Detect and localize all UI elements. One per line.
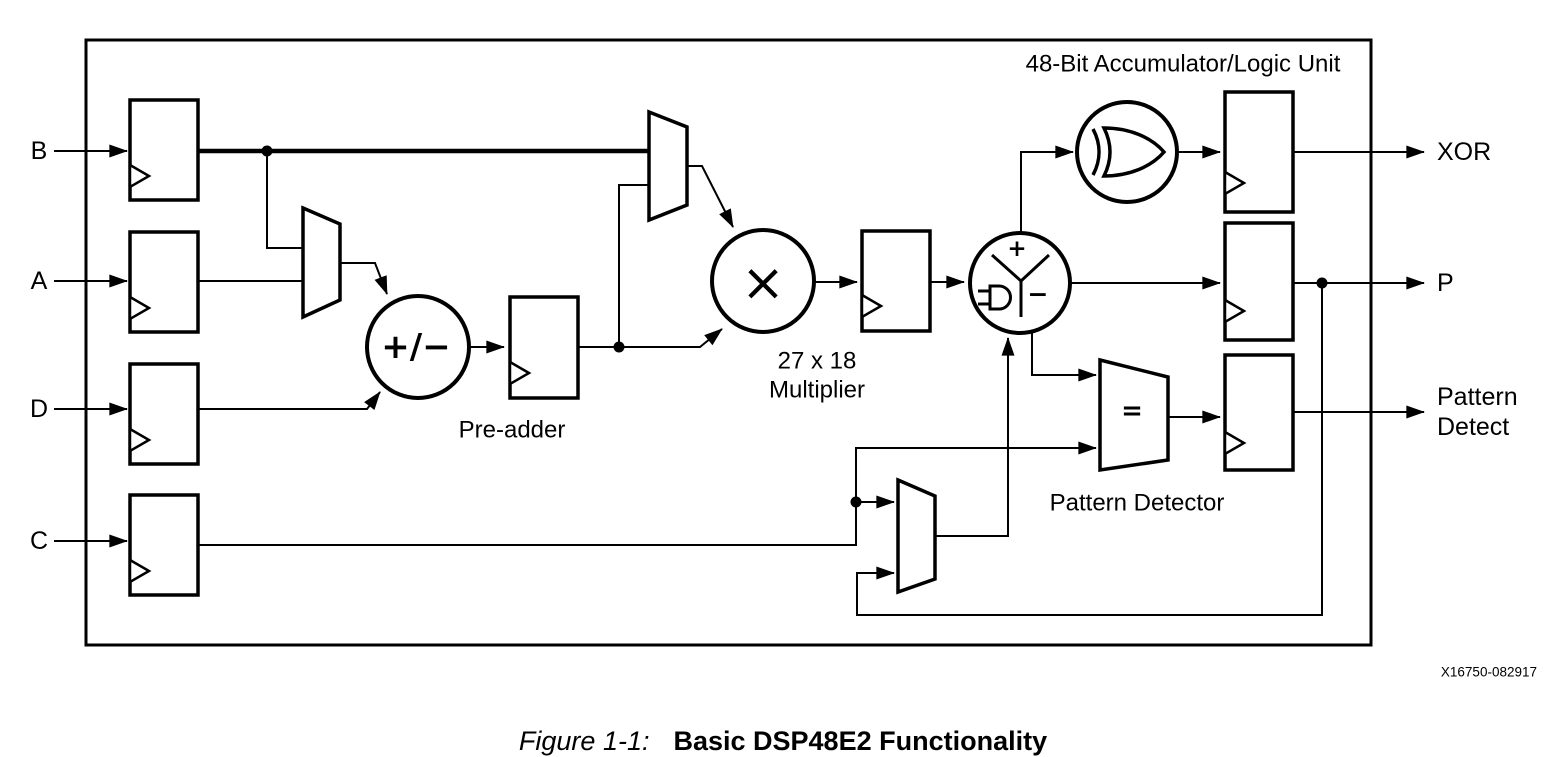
register-d-clock-icon [128,426,152,454]
register-m [860,229,932,333]
pattern-detector: = Pattern Detector [1050,357,1225,517]
register-xor-clock-icon [1223,169,1247,197]
wire-alu-to-xor-gate [1020,145,1074,233]
wire-cp-mux-to-alu [935,337,1015,537]
register-m-box [860,229,932,333]
register-d [128,362,200,466]
register-pd-clock-icon [1223,429,1247,457]
pre-adder-symbol: +/− [381,327,450,367]
wire-alu-to-comparator [1031,331,1097,382]
input-label-a: A [31,267,48,295]
register-pd [1223,353,1295,472]
register-a-box [128,230,200,334]
alu: 48-Bit Accumulator/Logic Unit + − [968,51,1341,335]
register-pd-box [1223,353,1295,472]
input-label-c: C [30,527,48,555]
input-port-c: C [30,527,128,555]
junction-b-bus [261,145,273,157]
register-p-clock-icon [1223,297,1247,325]
multiplier-label-line2: Multiplier [769,377,865,404]
multiplier-label-line1: 27 x 18 [778,348,857,375]
alu-minus-symbol: − [1028,280,1049,309]
register-m-clock-icon [860,292,884,320]
wire-adreg-to-bm-mux [618,184,650,347]
output-label-pattern-line1: Pattern [1437,383,1518,411]
junction-p-out [1316,277,1328,289]
mux-ab [301,205,342,320]
wire-d-to-preadder [198,391,381,410]
register-xor-box [1223,90,1295,214]
mux-b-multiplier [647,109,689,223]
output-label-p: P [1437,269,1454,297]
input-port-d: D [30,395,128,423]
xor-logic-unit [1075,100,1179,204]
register-b-box [128,98,200,202]
output-label-xor: XOR [1437,138,1491,166]
pattern-detector-label: Pattern Detector [1050,490,1225,517]
figure-caption-title: Basic DSP48E2 Functionality [673,726,1047,756]
register-d-box [128,362,200,466]
pre-adder-label: Pre-adder [459,417,566,444]
register-c-box [128,493,200,597]
register-b-clock-icon [128,162,152,190]
input-port-a: A [31,267,128,295]
pre-adder-circle [365,294,471,400]
register-a-clock-icon [128,294,152,322]
wire-c-to-comparator [198,441,1097,546]
wire-adreg-to-multiplier [619,328,723,348]
wire-ab-mux-to-preadder [340,262,388,295]
multiplier: × 27 x 18 Multiplier [710,228,865,404]
register-a [128,230,200,334]
alu-plus-symbol: + [1007,236,1026,262]
register-ad [508,295,580,400]
wire-p-feedback-to-cp-mux [856,283,1323,616]
output-label-pattern-line2: Detect [1437,413,1509,441]
accumulator-label: 48-Bit Accumulator/Logic Unit [1026,51,1341,78]
comparator-shape [1098,357,1170,473]
comparator-equals-symbol: = [1121,396,1143,426]
junction-c-line [850,496,862,508]
pre-adder: +/− Pre-adder [365,294,566,444]
register-xor [1223,90,1295,214]
input-label-d: D [30,395,48,423]
wire-bm-mux-to-multiplier [687,165,734,228]
input-label-b: B [31,137,48,165]
register-ad-clock-icon [508,359,532,387]
alu-logic-gate-icon [988,284,1012,311]
register-c-clock-icon [128,557,152,585]
figure-caption-prefix: Figure 1-1: [519,726,650,756]
input-port-b: B [31,137,128,165]
xor-gate-icon [1101,126,1167,178]
register-b [128,98,200,202]
wire-b-to-ab-mux [266,151,304,249]
image-number-watermark: X16750-082917 [1441,665,1537,680]
register-c [128,493,200,597]
mux-c-p-feedback [896,477,937,595]
register-p-box [1223,221,1295,342]
xor-gate-back-arc [1091,128,1101,176]
dsp-slice-boundary [84,38,1373,647]
multiply-symbol: × [741,253,785,313]
junction-adreg-out [613,341,625,353]
register-ad-box [508,295,580,400]
alu-logic-gate-stubs [978,289,990,306]
figure-caption: Figure 1-1: Basic DSP48E2 Functionality [519,726,1047,756]
multiplier-circle [710,228,816,334]
register-p [1223,221,1295,342]
